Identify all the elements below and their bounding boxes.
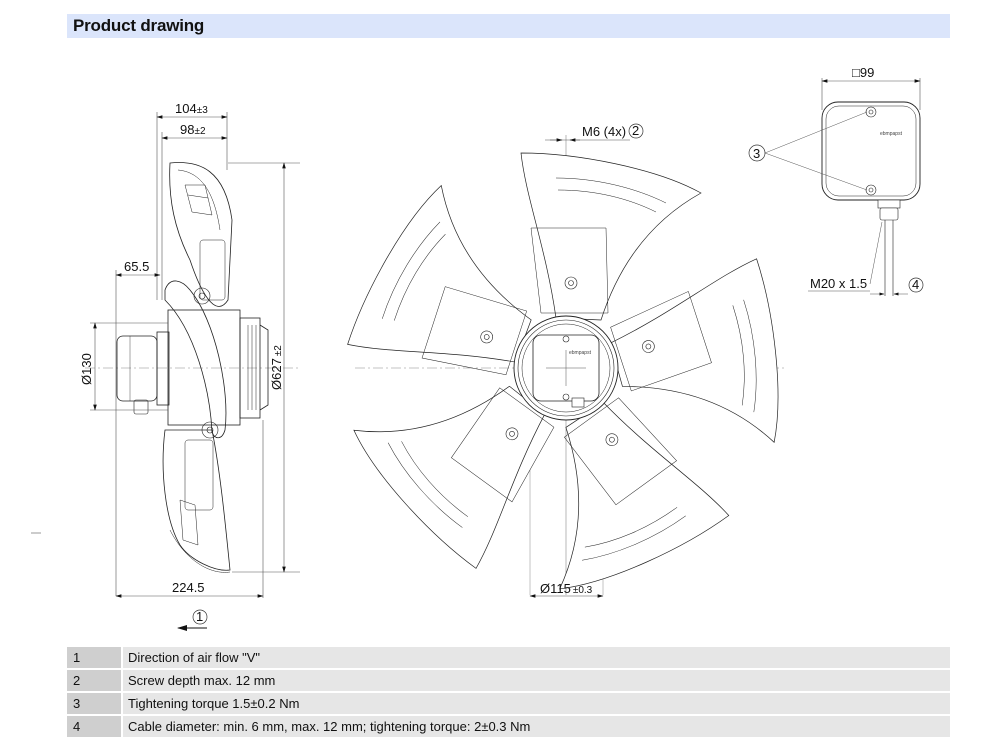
side-view: [85, 162, 300, 573]
callout-number-2: 2: [632, 123, 639, 138]
product-drawing: 104±3 98±2 65.5 Ø130 Ø627±2 224.5 1 ebmp…: [0, 40, 1000, 640]
box-brand-mark: ebmpapst: [880, 131, 903, 137]
section-header: Product drawing: [67, 14, 950, 38]
side-view-dimensions: [90, 112, 300, 598]
terminal-box-view: [764, 78, 921, 296]
legend-number: 3: [67, 693, 121, 714]
hub-diameter-label: Ø115±0.3: [540, 581, 593, 596]
dim-motor-diameter: Ø130: [79, 353, 94, 385]
legend-row: 2 Screw depth max. 12 mm: [67, 670, 950, 691]
legend-row: 1 Direction of air flow "V": [67, 647, 950, 668]
drawing-canvas: 104±3 98±2 65.5 Ø130 Ø627±2 224.5 1 ebmp…: [31, 65, 924, 631]
callout-circle-1: [192, 609, 208, 625]
legend-text: Cable diameter: min. 6 mm, max. 12 mm; t…: [123, 716, 950, 737]
fan-blade: [610, 258, 779, 444]
legend-text: Screw depth max. 12 mm: [123, 670, 950, 691]
callout-circle-3: [748, 144, 766, 162]
legend-row: 3 Tightening torque 1.5±0.2 Nm: [67, 693, 950, 714]
legend-number: 1: [67, 647, 121, 668]
fan-blade: [353, 385, 555, 569]
callout-number-1: 1: [196, 609, 203, 624]
hub-brand-mark: ebmpapst: [569, 350, 592, 356]
legend-number: 2: [67, 670, 121, 691]
thread-label: M6 (4x): [582, 124, 626, 139]
dim-fan-diameter: Ø627±2: [269, 345, 284, 390]
dim-total-length: 224.5: [172, 580, 205, 595]
legend-table: 1 Direction of air flow "V" 2 Screw dept…: [67, 647, 950, 739]
legend-text: Direction of air flow "V": [123, 647, 950, 668]
gland-thread-label: M20 x 1.5: [810, 276, 867, 291]
legend-number: 4: [67, 716, 121, 737]
legend-text: Tightening torque 1.5±0.2 Nm: [123, 693, 950, 714]
front-view-dimensions: [529, 138, 630, 598]
callout-number-4: 4: [912, 277, 919, 292]
dim-overall-depth: 104±3: [175, 101, 208, 116]
callout-circle-2: [628, 123, 644, 139]
section-title: Product drawing: [73, 16, 205, 35]
callout-number-3: 3: [753, 146, 760, 161]
callout-circle-4: [908, 277, 924, 293]
front-view: ebmpapst: [347, 135, 785, 595]
airflow-indicator: 1: [177, 609, 208, 631]
fan-blade: [347, 184, 532, 376]
fan-blade: [559, 397, 730, 590]
fan-blade: [520, 152, 702, 321]
box-size-label: □99: [852, 65, 874, 80]
dim-terminal-offset: 65.5: [124, 259, 149, 274]
legend-row: 4 Cable diameter: min. 6 mm, max. 12 mm;…: [67, 716, 950, 737]
dim-depth: 98±2: [180, 122, 206, 137]
